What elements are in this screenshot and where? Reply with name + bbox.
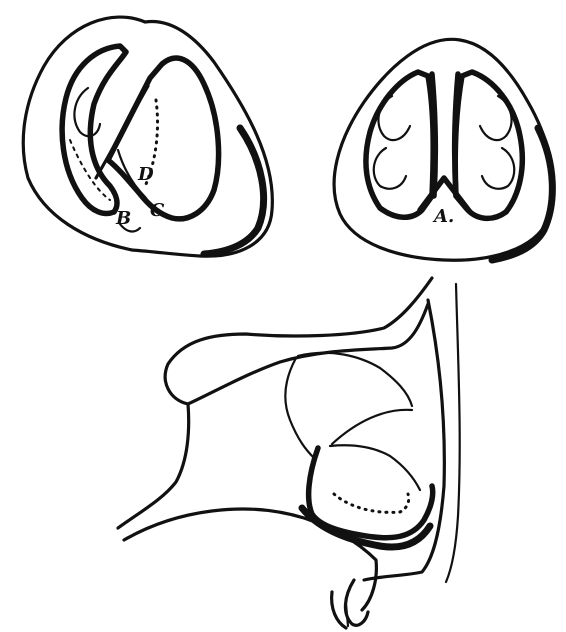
profile-chin-tip <box>332 592 346 628</box>
label-b: B <box>115 208 131 229</box>
left-septum-cavity <box>108 58 219 219</box>
right-septum-left <box>432 74 435 196</box>
right-right-bulge-upper <box>480 96 512 140</box>
profile-dotted-cartilage <box>334 494 409 512</box>
profile-chin <box>345 580 368 625</box>
nose-side-profile <box>118 278 460 628</box>
right-septum-right <box>455 74 458 196</box>
right-left-bulge-upper <box>378 96 410 140</box>
left-lateral-cavity <box>62 46 126 213</box>
left-nostril-section <box>23 17 272 256</box>
profile-alar-shadow <box>302 508 430 547</box>
profile-lower-jaw <box>124 509 376 610</box>
profile-cartilage-curve <box>332 410 412 444</box>
profile-forehead <box>118 404 189 528</box>
profile-vertical-right <box>446 284 460 582</box>
profile-alar-cartilage <box>309 448 433 538</box>
profile-cartilage-top <box>298 353 412 406</box>
right-right-cavity <box>455 72 522 218</box>
right-nostril-section <box>334 39 553 260</box>
profile-lateral-crus <box>330 445 420 490</box>
right-right-bulge-lower <box>482 148 514 189</box>
label-a: A. <box>432 206 454 227</box>
profile-cartilage-outline <box>285 358 314 458</box>
profile-upper-arm <box>165 278 432 404</box>
label-d: D <box>137 164 154 185</box>
right-left-bulge-lower <box>374 148 406 189</box>
profile-chin-inner <box>346 604 348 626</box>
label-c: C <box>150 200 165 221</box>
right-left-cavity <box>366 72 433 217</box>
